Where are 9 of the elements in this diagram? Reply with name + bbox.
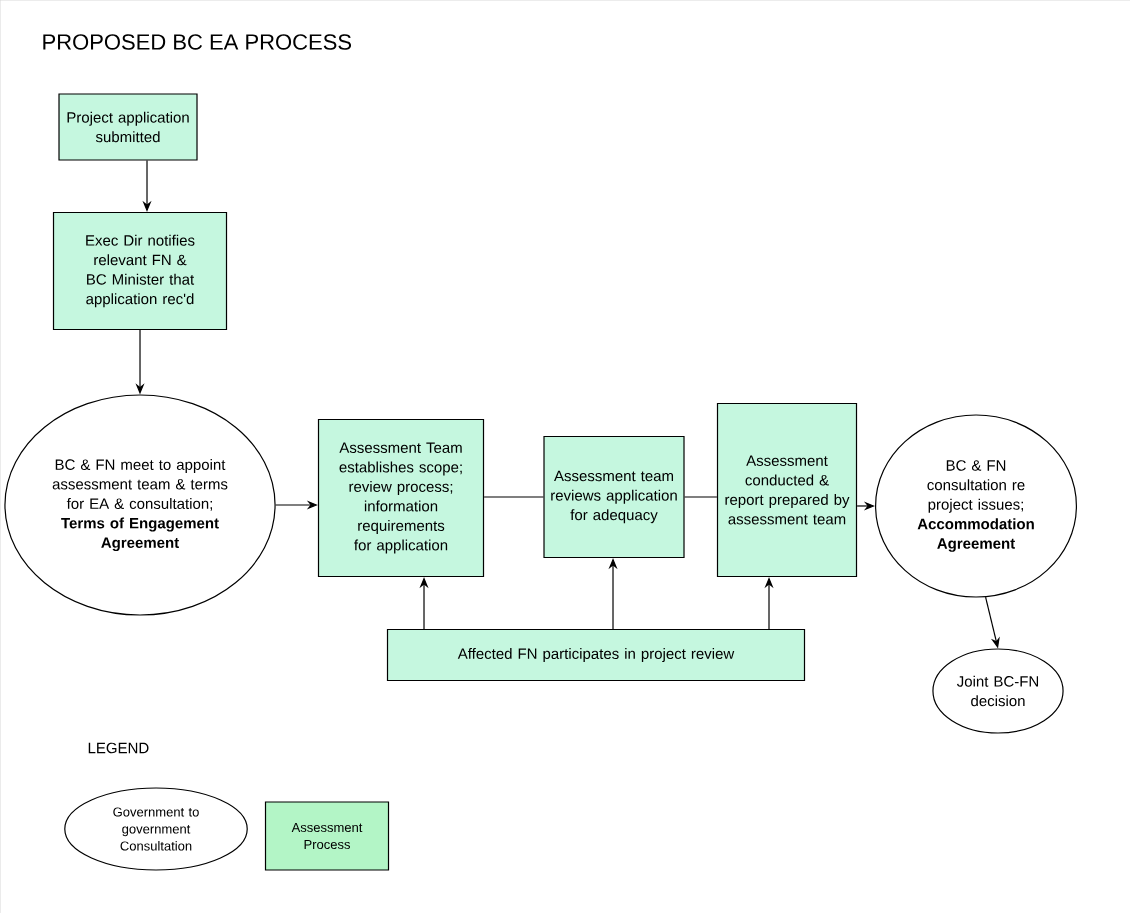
process-box: Assessment Team establishes scope; review process; information requirements for application xyxy=(317,418,485,578)
process-box: Affected FN participates in project review xyxy=(386,628,806,682)
process-box: Assessment team reviews application for adequacy xyxy=(543,435,685,559)
legend-heading: LEGEND xyxy=(88,742,149,754)
process-box: Exec Dir notifies relevant FN & BC Minister that application rec'd xyxy=(52,211,228,331)
process-box: Project application submitted xyxy=(58,93,198,161)
legend-box: Assessment Process xyxy=(264,801,390,871)
title: PROPOSED BC EA PROCESS xyxy=(43,34,352,50)
process-box: Assessment conducted & report prepared by assessment team xyxy=(716,402,858,578)
